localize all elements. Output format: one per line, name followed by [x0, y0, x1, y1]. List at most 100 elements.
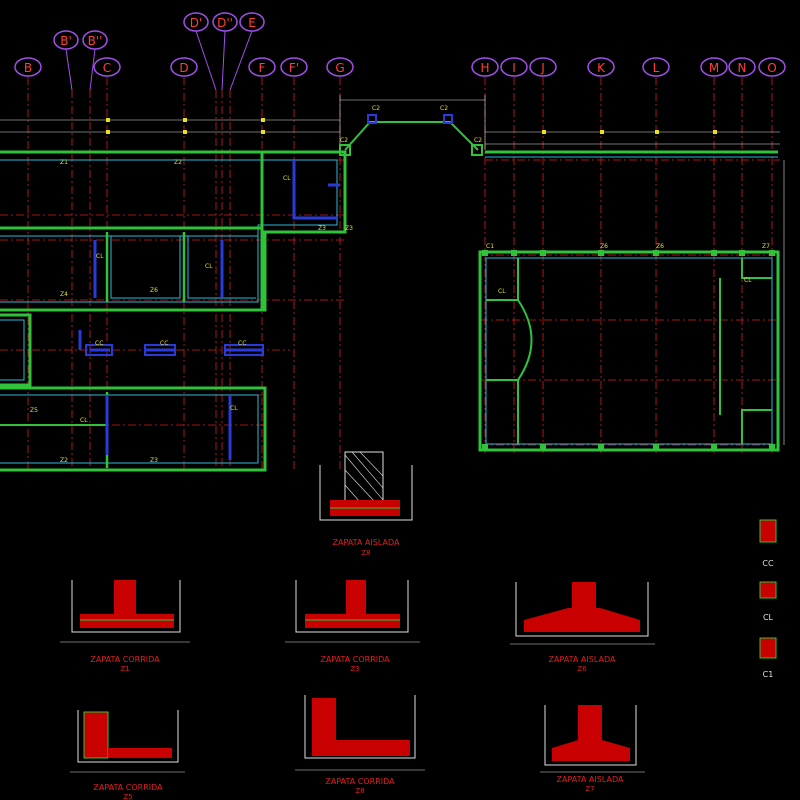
svg-text:Z5: Z5	[30, 407, 38, 414]
svg-text:C2: C2	[372, 105, 380, 112]
grid-bubble-l: L	[642, 57, 670, 77]
grid-bubble-i: I	[500, 57, 528, 77]
svg-text:Z3: Z3	[345, 225, 353, 232]
right-building-walls	[478, 250, 780, 452]
svg-text:Z6: Z6	[577, 665, 587, 673]
grid-bubble-c: C	[93, 57, 121, 77]
grid-bubble-o: O	[758, 57, 786, 77]
svg-text:G: G	[335, 61, 344, 75]
detail-zapata-corrida-z3: ZAPATA CORRIDA Z3	[285, 580, 420, 673]
svg-text:ZAPATA AISLADA: ZAPATA AISLADA	[549, 655, 616, 664]
detail-title: ZAPATA AISLADA	[333, 538, 400, 547]
svg-text:Z1: Z1	[120, 665, 129, 673]
svg-text:Z6: Z6	[656, 243, 664, 250]
detail-zapata-corrida-z1: ZAPATA CORRIDA Z1	[60, 580, 190, 673]
svg-text:C2: C2	[474, 137, 482, 144]
svg-text:C2: C2	[440, 105, 448, 112]
svg-text:Z2: Z2	[174, 159, 182, 166]
grid-bubble-b: B	[14, 57, 42, 77]
svg-text:Z6: Z6	[150, 287, 158, 294]
svg-text:CL: CL	[763, 613, 774, 622]
svg-text:CC: CC	[160, 340, 168, 347]
grid-bubble-j: J	[529, 57, 557, 77]
svg-text:CC: CC	[238, 340, 246, 347]
svg-text:CL: CL	[283, 175, 291, 182]
svg-text:CL: CL	[96, 253, 104, 260]
svg-text:CL: CL	[498, 288, 506, 295]
svg-text:D: D	[179, 61, 188, 75]
svg-text:L: L	[653, 61, 660, 75]
grid-bubble-d-prime: D'	[183, 12, 209, 32]
svg-text:B': B'	[60, 34, 72, 48]
svg-text:K: K	[597, 61, 606, 75]
grid-bubble-e: E	[239, 12, 265, 32]
svg-text:C1: C1	[763, 670, 774, 679]
svg-text:C: C	[103, 61, 111, 75]
grid-bubble-d: D	[170, 57, 198, 77]
svg-text:O: O	[767, 61, 776, 75]
svg-text:ZAPATA AISLADA: ZAPATA AISLADA	[557, 775, 624, 784]
svg-text:Z7: Z7	[585, 785, 594, 793]
svg-text:CL: CL	[744, 277, 752, 284]
grid-bubble-h: H	[471, 57, 499, 77]
label-z1: Z1	[60, 159, 68, 166]
svg-text:CL: CL	[205, 263, 213, 270]
grid-bubble-m: M	[700, 57, 728, 77]
svg-text:CC: CC	[95, 340, 103, 347]
svg-text:I: I	[512, 61, 516, 75]
detail-zapata-corrida-z5: ZAPATA CORRIDA Z5	[70, 710, 185, 800]
svg-text:Z5: Z5	[123, 793, 132, 800]
column-pads	[85, 344, 264, 356]
svg-text:N: N	[738, 61, 747, 75]
dimension-lines	[0, 95, 785, 445]
dimension-ticks	[106, 118, 717, 134]
column-sections: CC CL C1	[759, 519, 777, 679]
grid-bubble-n: N	[728, 57, 756, 77]
detail-zapata-aislada-z8: ZAPATA AISLADA Z8	[319, 451, 413, 557]
svg-text:Z3: Z3	[150, 457, 158, 464]
grid-bubbles-row2: B' B'' D' D'' E	[53, 12, 265, 50]
svg-text:ZAPATA CORRIDA: ZAPATA CORRIDA	[90, 655, 160, 664]
svg-text:ZAPATA CORRIDA: ZAPATA CORRIDA	[320, 655, 390, 664]
svg-text:Z6: Z6	[600, 243, 608, 250]
svg-text:Z2: Z2	[60, 457, 68, 464]
right-top-wall	[485, 150, 778, 158]
svg-text:CL: CL	[80, 417, 88, 424]
svg-text:Z3: Z3	[318, 225, 326, 232]
svg-text:D'': D''	[217, 16, 233, 30]
svg-text:Z3: Z3	[350, 665, 359, 673]
svg-text:F': F'	[289, 61, 299, 75]
grid-bubble-b-double-prime: B''	[82, 30, 108, 50]
svg-text:C1: C1	[486, 243, 494, 250]
grid-bubble-b-prime: B'	[53, 30, 79, 50]
svg-text:D': D'	[190, 16, 203, 30]
svg-text:ZAPATA CORRIDA: ZAPATA CORRIDA	[325, 777, 395, 786]
grid-bubble-f: F	[248, 57, 276, 77]
left-building-walls	[0, 150, 347, 472]
blue-members	[78, 160, 340, 460]
grid-bubbles-row1: B C D F F' G H I J K L M N O	[14, 57, 786, 77]
grid-bubble-k: K	[587, 57, 615, 77]
svg-text:M: M	[709, 61, 719, 75]
svg-text:E: E	[248, 16, 256, 30]
svg-text:J: J	[540, 61, 545, 75]
svg-text:C2: C2	[340, 137, 348, 144]
svg-text:H: H	[480, 61, 489, 75]
svg-text:Z7: Z7	[762, 243, 770, 250]
grid-axes-vertical	[27, 77, 773, 470]
detail-zapata-corrida-z8: ZAPATA CORRIDA Z8	[295, 695, 425, 795]
grid-bubble-d-double-prime: D''	[212, 12, 238, 32]
svg-text:ZAPATA CORRIDA: ZAPATA CORRIDA	[93, 783, 163, 792]
svg-text:CL: CL	[230, 405, 238, 412]
plan-labels: Z1 Z2 Z3 Z4 Z5 Z6 Z2 Z3 Z3 CL CL CL CL C…	[30, 105, 770, 464]
svg-text:Z8: Z8	[355, 787, 364, 795]
svg-text:B: B	[24, 61, 32, 75]
svg-text:F: F	[259, 61, 266, 75]
bubble-leaders	[65, 30, 253, 91]
canopy	[339, 114, 483, 156]
grid-bubble-f-prime: F'	[280, 57, 308, 77]
detail-zapata-aislada-z7: ZAPATA AISLADA Z7	[540, 705, 645, 793]
svg-text:Z4: Z4	[60, 291, 68, 298]
svg-text:CC: CC	[762, 559, 774, 568]
